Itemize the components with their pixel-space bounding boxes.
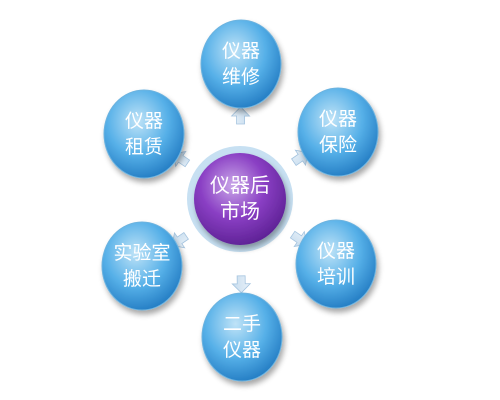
node-lab-relocation-label-line-1: 实验室 [113, 242, 170, 264]
arrow-to-second-hand [231, 275, 252, 294]
center-label-line-1: 仪器后 [210, 173, 270, 197]
node-rental-bubble [103, 89, 185, 179]
center-node: 仪器后 市场 [187, 146, 293, 252]
node-lab-relocation: 实验室 搬迁 [101, 221, 183, 311]
node-training-label-line-1: 仪器 [317, 240, 355, 262]
center-circle [194, 153, 286, 245]
node-second-hand-instrument: 二手 仪器 [201, 292, 283, 382]
node-instrument-training: 仪器 培训 [295, 219, 377, 309]
node-rental-label-line-2: 租赁 [125, 136, 163, 158]
node-insurance-label-line-2: 保险 [319, 134, 357, 156]
node-training-bubble [295, 219, 377, 309]
node-lab-relocation-label-line-2: 搬迁 [123, 268, 161, 290]
node-repair-label-line-2: 维修 [222, 66, 260, 88]
node-rental-label-line-1: 仪器 [125, 110, 163, 132]
node-second-hand-bubble [201, 292, 283, 382]
node-lab-relocation-bubble [101, 221, 183, 311]
node-second-hand-label-line-2: 仪器 [223, 339, 261, 361]
node-training-label-line-2: 培训 [317, 266, 355, 288]
node-instrument-rental: 仪器 租赁 [103, 89, 185, 179]
arrow-to-repair [230, 106, 251, 125]
node-instrument-insurance: 仪器 保险 [297, 87, 379, 177]
node-insurance-label-line-1: 仪器 [319, 108, 357, 130]
node-insurance-bubble [297, 87, 379, 177]
node-second-hand-label-line-1: 二手 [223, 313, 261, 335]
node-instrument-repair: 仪器 维修 [200, 19, 282, 109]
node-repair-bubble [200, 19, 282, 109]
center-label-line-2: 市场 [220, 199, 260, 223]
node-repair-label-line-1: 仪器 [222, 40, 260, 62]
